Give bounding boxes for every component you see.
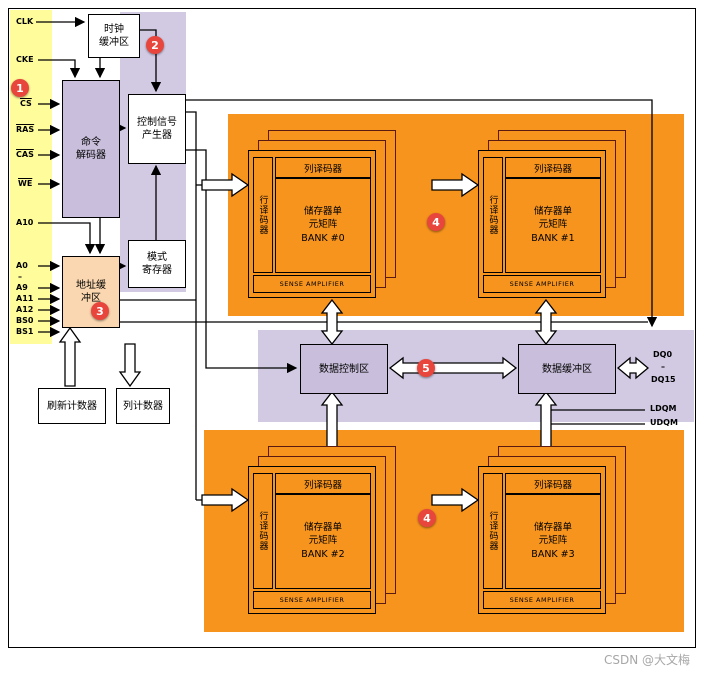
signal-a11: A11 [16, 294, 34, 303]
bank-number: BANK #0 [301, 232, 345, 244]
matrix-line: 元矩阵 [308, 535, 338, 547]
diagram-border [8, 8, 696, 648]
memory-cell-matrix: 储存器单 元矩阵 BANK #3 [505, 493, 601, 589]
signal-we: WE [18, 179, 33, 188]
matrix-line: 储存器单 [533, 522, 572, 534]
bank-number: BANK #3 [531, 548, 575, 560]
bank2-stack: 列译码器 行译码器 储存器单 元矩阵 BANK #2 SENSE AMPLIFI… [248, 446, 396, 614]
udqm-label: UDQM [650, 418, 678, 427]
step-badge-3: 3 [91, 302, 109, 320]
control-signal-generator-label: 产生器 [142, 130, 172, 141]
signal-a9: A9 [16, 283, 28, 292]
row-decoder: 行译码器 [483, 157, 503, 273]
signal-bs1: BS1 [16, 327, 34, 336]
mode-register-label: 模式 [147, 252, 167, 263]
memory-cell-matrix: 储存器单 元矩阵 BANK #2 [275, 493, 371, 589]
signal-a10: A10 [16, 218, 34, 227]
memory-cell-matrix: 储存器单 元矩阵 BANK #0 [275, 177, 371, 273]
dq15-label: DQ15 [651, 375, 676, 384]
matrix-line: 元矩阵 [538, 535, 568, 547]
refresh-counter-block: 刷新计数器 [38, 388, 106, 424]
row-decoder: 行译码器 [253, 473, 273, 589]
address-buffer-label: 地址缓 [76, 280, 106, 291]
clock-buffer-label: 缓冲区 [99, 37, 129, 48]
signal-cas: CAS [16, 150, 34, 159]
data-control-block: 数据控制区 [300, 344, 388, 394]
matrix-line: 储存器单 [533, 206, 572, 218]
mode-register-label: 寄存器 [142, 265, 172, 276]
dq-range-dash: – [661, 362, 665, 371]
watermark: CSDN @大文梅 [603, 653, 690, 667]
column-counter-label: 列计数器 [123, 400, 163, 412]
step-badge-4-top: 4 [427, 213, 445, 231]
column-decoder: 列译码器 [505, 157, 601, 179]
signal-ras: RAS [16, 125, 35, 134]
sense-amplifier: SENSE AMPLIFIER [483, 275, 601, 293]
control-signal-generator-label: 控制信号 [137, 117, 177, 128]
row-decoder: 行译码器 [483, 473, 503, 589]
address-buffer-block: 地址缓 冲区 [62, 256, 120, 328]
memory-cell-matrix: 储存器单 元矩阵 BANK #1 [505, 177, 601, 273]
sense-amplifier: SENSE AMPLIFIER [253, 275, 371, 293]
bank0-front: 列译码器 行译码器 储存器单 元矩阵 BANK #0 SENSE AMPLIFI… [248, 150, 376, 298]
clock-buffer-label: 时钟 [104, 24, 124, 35]
signal-a12: A12 [16, 305, 34, 314]
signal-range-dash: – [18, 272, 22, 281]
signal-clk: CLK [16, 17, 34, 26]
column-decoder: 列译码器 [275, 473, 371, 495]
column-decoder: 列译码器 [275, 157, 371, 179]
address-buffer-label: 冲区 [81, 293, 101, 304]
bank1-stack: 列译码器 行译码器 储存器单 元矩阵 BANK #1 SENSE AMPLIFI… [478, 130, 626, 298]
bank-number: BANK #1 [531, 232, 575, 244]
command-decoder-label: 命令 [81, 137, 101, 148]
clock-buffer-block: 时钟 缓冲区 [88, 14, 140, 58]
column-counter-block: 列计数器 [116, 388, 170, 424]
refresh-counter-label: 刷新计数器 [47, 400, 97, 412]
signal-cke: CKE [16, 55, 34, 64]
bank0-stack: 列译码器 行译码器 储存器单 元矩阵 BANK #0 SENSE AMPLIFI… [248, 130, 396, 298]
bank1-front: 列译码器 行译码器 储存器单 元矩阵 BANK #1 SENSE AMPLIFI… [478, 150, 606, 298]
signal-a0: A0 [16, 261, 28, 270]
sense-amplifier: SENSE AMPLIFIER [253, 591, 371, 609]
matrix-line: 元矩阵 [308, 219, 338, 231]
mode-register-block: 模式 寄存器 [128, 240, 186, 288]
data-buffer-label: 数据缓冲区 [542, 363, 592, 375]
matrix-line: 储存器单 [303, 522, 342, 534]
step-badge-2: 2 [146, 36, 164, 54]
sense-amplifier: SENSE AMPLIFIER [483, 591, 601, 609]
dq0-label: DQ0 [653, 350, 673, 359]
data-control-label: 数据控制区 [319, 363, 369, 375]
row-decoder: 行译码器 [253, 157, 273, 273]
matrix-line: 储存器单 [303, 206, 342, 218]
step-badge-1: 1 [11, 79, 29, 97]
control-signal-generator-block: 控制信号 产生器 [128, 94, 186, 164]
data-buffer-block: 数据缓冲区 [518, 344, 616, 394]
command-decoder-block: 命令 解码器 [62, 80, 120, 218]
bank3-stack: 列译码器 行译码器 储存器单 元矩阵 BANK #3 SENSE AMPLIFI… [478, 446, 626, 614]
bank3-front: 列译码器 行译码器 储存器单 元矩阵 BANK #3 SENSE AMPLIFI… [478, 466, 606, 614]
bank-number: BANK #2 [301, 548, 345, 560]
step-badge-5: 5 [417, 359, 435, 377]
step-badge-4-bottom: 4 [418, 509, 436, 527]
signal-bs0: BS0 [16, 316, 34, 325]
bank2-front: 列译码器 行译码器 储存器单 元矩阵 BANK #2 SENSE AMPLIFI… [248, 466, 376, 614]
command-decoder-label: 解码器 [76, 150, 106, 161]
signal-cs: CS [20, 99, 32, 108]
ldqm-label: LDQM [650, 404, 677, 413]
matrix-line: 元矩阵 [538, 219, 568, 231]
column-decoder: 列译码器 [505, 473, 601, 495]
